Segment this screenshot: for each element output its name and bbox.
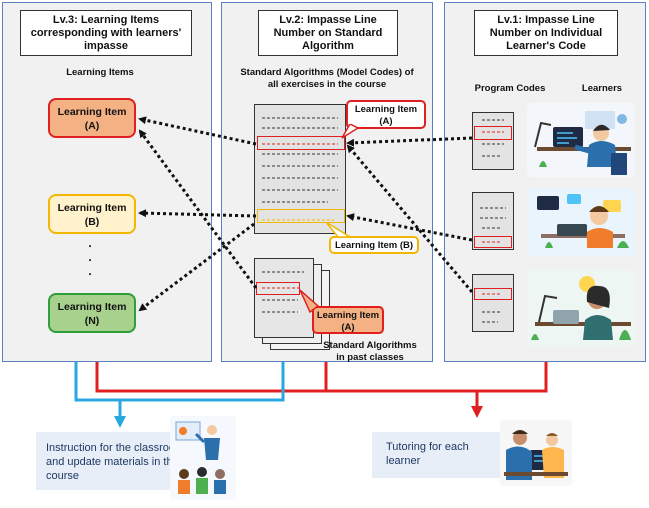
learner-code-2 (472, 192, 514, 250)
lv2-title: Lv.2: Impasse Line Number on Standard Al… (258, 10, 398, 56)
past-impasse-line (256, 282, 300, 295)
classroom-illustration (170, 416, 236, 500)
lv3-title: Lv.3: Learning Items corresponding with … (20, 10, 192, 56)
learner-3-illustration (527, 270, 635, 346)
callout-past-pointer (299, 289, 320, 314)
learner-code-1 (472, 112, 514, 170)
standard-algorithm-lines (262, 117, 338, 221)
classroom-output-text: Instruction for the classroom and update… (46, 442, 185, 482)
learning-item-b: Learning Item (B) (48, 194, 136, 234)
learners-header: Learners (581, 83, 623, 94)
callout-b-pointer (325, 222, 352, 238)
impasse-line-a (257, 136, 345, 150)
learner-1-illustration (527, 103, 635, 177)
callout-past-learning-item-a: Learning Item (A) (312, 306, 384, 334)
standard-algorithm-doc (254, 104, 346, 234)
program-codes-header: Program Codes (474, 83, 546, 94)
learning-items-header: Learning Items (66, 67, 134, 78)
learning-item-a: Learning Item (A) (48, 98, 136, 138)
learner-1-impasse (474, 126, 512, 140)
callout-a-pointer (341, 124, 360, 139)
learner-2-illustration (527, 188, 635, 256)
standard-algorithms-header: Standard Algorithms (Model Codes) of all… (240, 67, 414, 90)
past-algorithm-lines (262, 271, 304, 313)
ellipsis: . . . (88, 236, 92, 278)
learner-code-lines (480, 119, 506, 323)
learner-2-impasse (474, 236, 512, 248)
impasse-line-b (257, 209, 345, 223)
tutoring-illustration (500, 420, 572, 486)
lv1-title: Lv.1: Impasse Line Number on Individual … (474, 10, 618, 56)
tutoring-output-text: Tutoring for each learner (386, 441, 469, 467)
callout-learning-item-b: Learning Item (B) (329, 236, 419, 254)
learning-item-n: Learning Item (N) (48, 293, 136, 333)
past-classes-label: Standard Algorithms in past classes (323, 340, 417, 363)
learner-3-impasse (474, 288, 512, 300)
callout-learning-item-a: Learning Item (A) (346, 100, 426, 129)
